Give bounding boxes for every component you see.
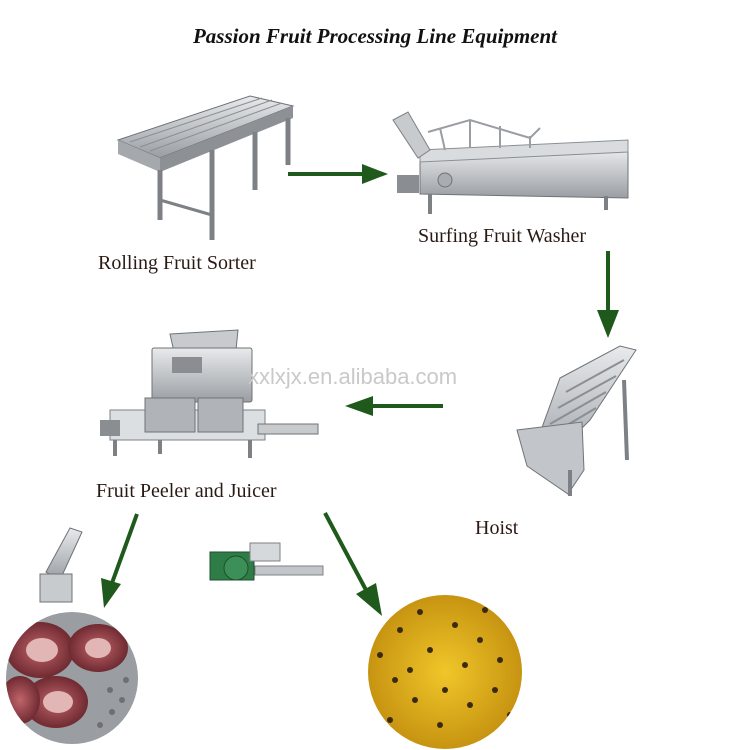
- rolling-fruit-sorter-image: [116, 95, 295, 240]
- arrow-hoist-to-peeler: [345, 396, 443, 416]
- flow-arrows: [101, 164, 619, 616]
- label-rolling-fruit-sorter: Rolling Fruit Sorter: [98, 252, 256, 274]
- surfing-fruit-washer-image: [392, 111, 629, 214]
- label-surfing-fruit-washer: Surfing Fruit Washer: [418, 225, 587, 247]
- passion-fruit-pulp-image: [368, 595, 522, 749]
- label-hoist: Hoist: [475, 517, 519, 539]
- watermark: xxlxjx.en.alibaba.com: [248, 364, 458, 389]
- passion-fruit-peel-image: [6, 612, 138, 744]
- screw-conveyor-image: [39, 527, 83, 603]
- arrow-peeler-to-pulp: [323, 512, 382, 616]
- pulp-pump-image: [209, 542, 324, 581]
- label-fruit-peeler-and-juicer: Fruit Peeler and Juicer: [96, 480, 277, 502]
- arrow-washer-to-hoist: [597, 251, 619, 338]
- hoist-image: [516, 345, 637, 496]
- diagram-title: Passion Fruit Processing Line Equipment: [192, 24, 558, 48]
- arrow-peeler-to-peel: [101, 513, 139, 608]
- fruit-peeler-and-juicer-image: [100, 329, 319, 458]
- arrow-sorter-to-washer: [288, 164, 388, 184]
